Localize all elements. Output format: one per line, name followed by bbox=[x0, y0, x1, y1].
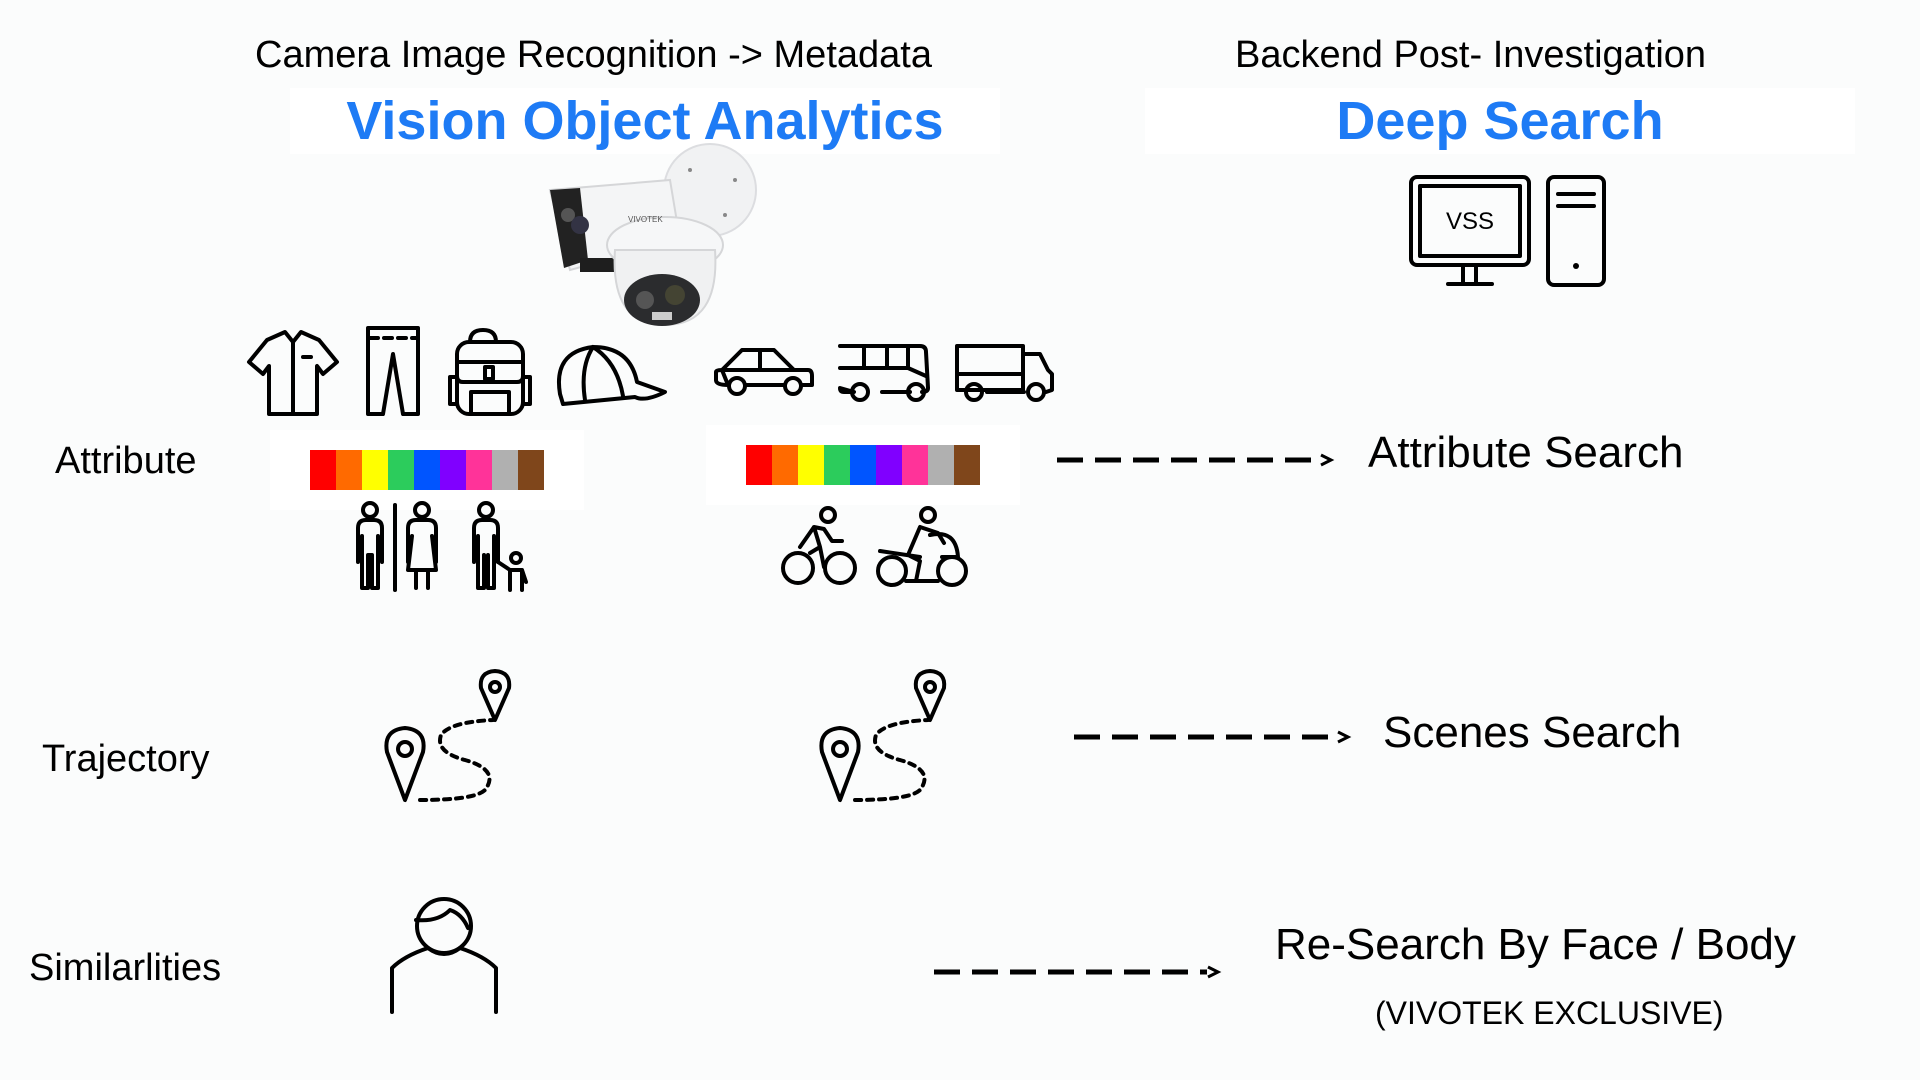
color-swatch bbox=[954, 445, 980, 485]
shirt-icon bbox=[247, 330, 339, 416]
pants-icon bbox=[366, 326, 420, 416]
truck-icon bbox=[955, 344, 1054, 402]
vehicle-color-palette bbox=[706, 425, 1020, 505]
color-swatch bbox=[798, 445, 824, 485]
color-swatch bbox=[746, 445, 772, 485]
location-pin-icon bbox=[384, 726, 426, 802]
color-swatch bbox=[388, 450, 414, 490]
dotted-path bbox=[418, 718, 495, 802]
color-swatch bbox=[850, 445, 876, 485]
motorcycle-icon bbox=[876, 506, 968, 587]
color-swatch bbox=[336, 450, 362, 490]
camera-image: VIVOTEK bbox=[548, 143, 757, 327]
result-scenes-search: Scenes Search bbox=[1383, 708, 1682, 757]
color-swatch bbox=[824, 445, 850, 485]
palette-swatches bbox=[310, 450, 544, 490]
person-icon bbox=[390, 897, 498, 1014]
woman-icon bbox=[406, 501, 438, 590]
people-color-palette bbox=[270, 430, 584, 510]
color-swatch bbox=[310, 450, 336, 490]
bus-icon bbox=[838, 344, 930, 402]
monitor-label: VSS bbox=[1446, 208, 1494, 235]
location-pin-icon bbox=[913, 669, 947, 722]
people-type-icons bbox=[356, 501, 528, 592]
cap-icon bbox=[557, 345, 667, 406]
location-pin-icon bbox=[819, 726, 861, 802]
color-swatch bbox=[466, 450, 492, 490]
backpack-icon bbox=[448, 328, 532, 416]
people-attribute-icons bbox=[247, 326, 667, 416]
camera-brand-text: VIVOTEK bbox=[628, 215, 663, 224]
color-swatch bbox=[772, 445, 798, 485]
two-wheeler-icons bbox=[781, 506, 968, 587]
bicycle-icon bbox=[781, 506, 857, 585]
tower-icon bbox=[1546, 175, 1606, 287]
color-swatch bbox=[518, 450, 544, 490]
adult-with-child-icon bbox=[472, 501, 528, 592]
man-icon bbox=[356, 501, 384, 590]
computer-icon: VSS bbox=[1409, 175, 1606, 287]
car-icon bbox=[714, 348, 814, 396]
trajectory-icon-people bbox=[384, 669, 512, 802]
right-subtitle: Backend Post- Investigation bbox=[1235, 34, 1707, 76]
color-swatch bbox=[440, 450, 466, 490]
color-swatch bbox=[876, 445, 902, 485]
arrow-trajectory bbox=[1074, 730, 1352, 744]
vehicle-attribute-icons bbox=[714, 344, 1054, 402]
left-subtitle: Camera Image Recognition -> Metadata bbox=[255, 34, 932, 76]
color-swatch bbox=[492, 450, 518, 490]
row-label-trajectory: Trajectory bbox=[42, 738, 210, 780]
left-title: Vision Object Analytics bbox=[290, 88, 1000, 154]
arrow-attribute bbox=[1057, 453, 1335, 467]
vivotek-exclusive-note: (VIVOTEK EXCLUSIVE) bbox=[1375, 995, 1724, 1031]
arrow-similarities bbox=[934, 965, 1222, 979]
trajectory-icon-vehicles bbox=[819, 669, 947, 802]
dome-camera: VIVOTEK bbox=[606, 215, 724, 327]
row-label-attribute: Attribute bbox=[55, 440, 197, 482]
right-title: Deep Search bbox=[1145, 88, 1855, 154]
row-label-similarities: Similarlities bbox=[29, 947, 222, 989]
color-swatch bbox=[928, 445, 954, 485]
palette-swatches bbox=[746, 445, 980, 485]
dotted-path bbox=[853, 718, 930, 802]
color-swatch bbox=[362, 450, 388, 490]
result-re-search: Re-Search By Face / Body bbox=[1275, 920, 1796, 969]
result-attribute-search: Attribute Search bbox=[1368, 428, 1684, 477]
location-pin-icon bbox=[478, 669, 512, 722]
color-swatch bbox=[902, 445, 928, 485]
color-swatch bbox=[414, 450, 440, 490]
